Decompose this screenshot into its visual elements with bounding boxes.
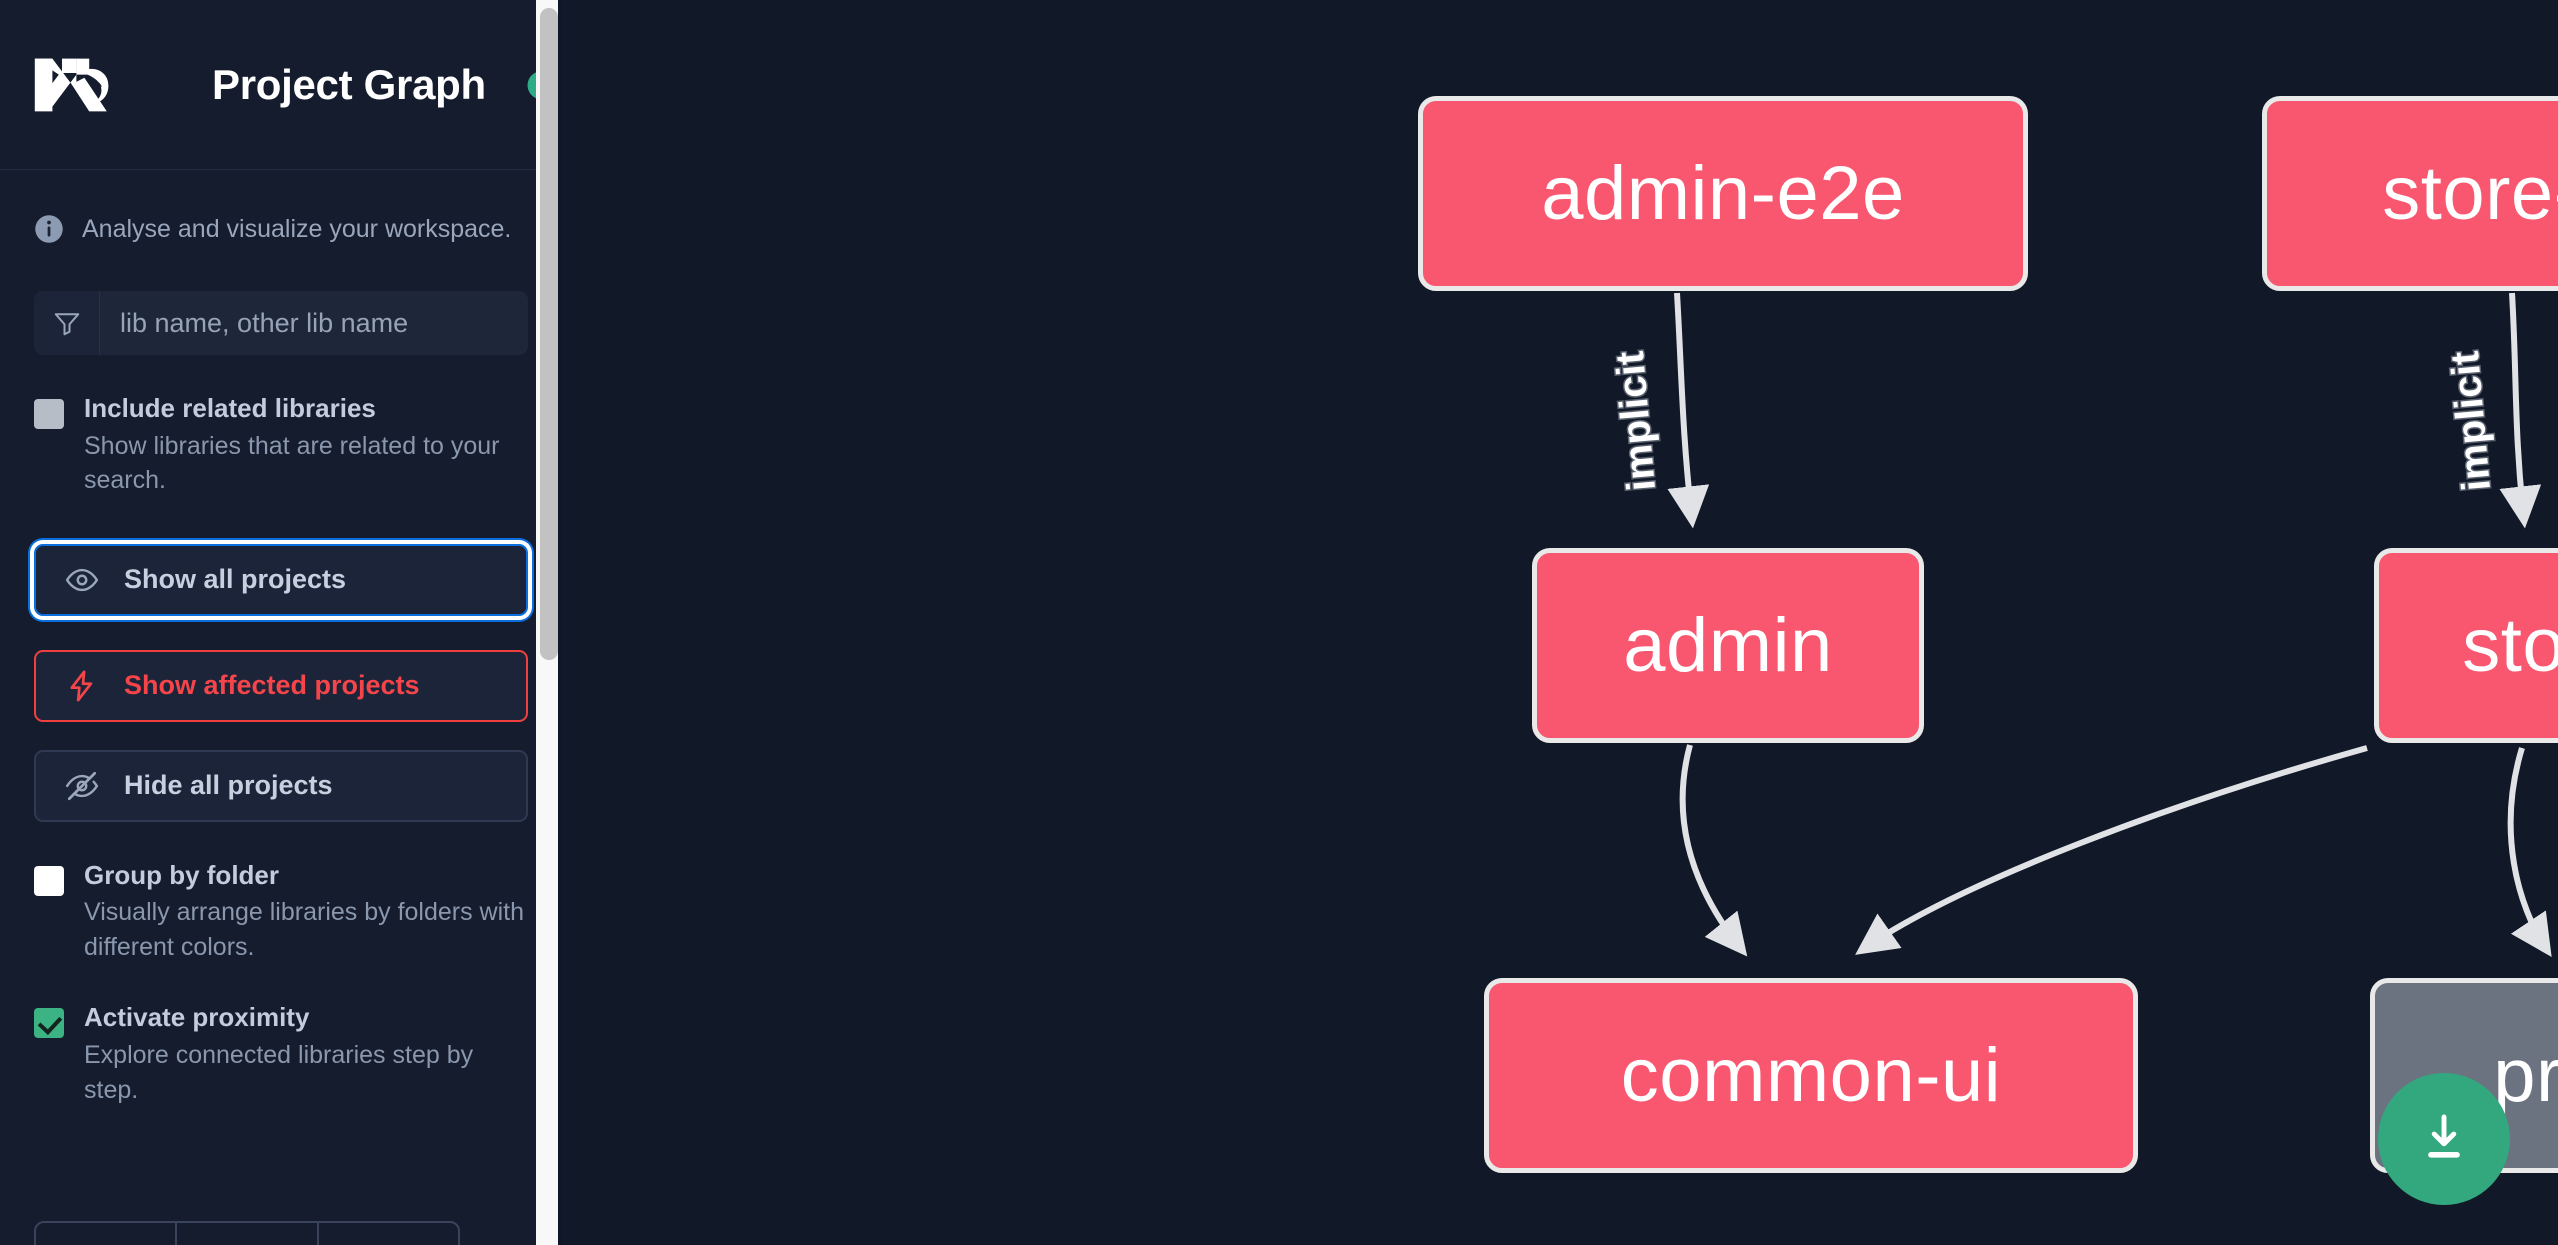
edge-admin-to-common-ui bbox=[1679, 744, 1748, 957]
include-related-libraries-label: Include related libraries bbox=[84, 393, 376, 423]
hide-all-projects-label: Hide all projects bbox=[124, 770, 333, 801]
activate-proximity-checkbox[interactable] bbox=[34, 1008, 64, 1039]
search-input[interactable] bbox=[100, 291, 528, 355]
activate-proximity-description: Explore connected libraries step by step… bbox=[84, 1041, 474, 1104]
graph-node-label: admin-e2e bbox=[1541, 151, 1905, 236]
sidebar-header: Project Graph bbox=[0, 0, 562, 170]
segment-3[interactable] bbox=[319, 1223, 458, 1245]
edge-store-e2e-to-store bbox=[2499, 292, 2542, 529]
show-affected-projects-label: Show affected projects bbox=[124, 670, 420, 701]
graph-node-common-ui[interactable]: common-ui bbox=[1484, 978, 2138, 1173]
graph-node-store-e2e[interactable]: store-e2e bbox=[2262, 96, 2558, 291]
edge-store-to-common-ui bbox=[1855, 745, 2368, 955]
include-related-libraries-checkbox[interactable] bbox=[34, 399, 64, 429]
info-icon bbox=[34, 214, 64, 244]
nx-logo bbox=[30, 52, 126, 118]
workspace-note: Analyse and visualize your workspace. bbox=[0, 170, 562, 244]
eye-icon bbox=[64, 562, 100, 598]
sidebar: Project Graph Analyse and visualize yo bbox=[0, 0, 562, 1245]
graph-node-label: store-e2e bbox=[2382, 151, 2558, 236]
graph-node-label: common-ui bbox=[1620, 1033, 2002, 1118]
graph-node-admin[interactable]: admin bbox=[1532, 548, 1924, 743]
graph-edges: implicit implicit bbox=[1607, 292, 2552, 957]
option-include-related-libraries[interactable]: Include related libraries Show libraries… bbox=[0, 393, 562, 498]
page-title: Project Graph bbox=[212, 60, 486, 108]
show-all-projects-button[interactable]: Show all projects bbox=[34, 543, 528, 616]
graph-node-label: store bbox=[2462, 603, 2558, 688]
segment-2[interactable] bbox=[177, 1223, 319, 1245]
edge-label-implicit-store: implicit bbox=[2443, 349, 2499, 492]
workspace-note-text: Analyse and visualize your workspace. bbox=[82, 214, 512, 243]
graph-canvas[interactable]: implicit implicit admin-e2e store-e2e ad… bbox=[562, 0, 2558, 1245]
edge-admin-e2e-to-admin bbox=[1667, 292, 1710, 529]
group-by-folder-description: Visually arrange libraries by folders wi… bbox=[84, 898, 525, 961]
graph-node-label: admin bbox=[1623, 603, 1833, 688]
graph-node-label: products bbox=[2493, 1033, 2558, 1118]
show-affected-projects-button[interactable]: Show affected projects bbox=[34, 649, 528, 722]
filter-icon[interactable] bbox=[34, 291, 100, 355]
sidebar-scrollbar-thumb[interactable] bbox=[540, 8, 558, 660]
hide-all-projects-button[interactable]: Hide all projects bbox=[34, 749, 528, 822]
show-all-projects-label: Show all projects bbox=[124, 564, 347, 595]
edge-label-implicit-admin: implicit bbox=[1608, 349, 1664, 492]
download-icon bbox=[2416, 1110, 2472, 1169]
option-activate-proximity[interactable]: Activate proximity Explore connected lib… bbox=[0, 1002, 562, 1107]
group-by-folder-checkbox[interactable] bbox=[34, 865, 64, 896]
graph-node-store[interactable]: store bbox=[2374, 548, 2558, 743]
download-graph-button[interactable] bbox=[2378, 1073, 2510, 1205]
sidebar-scrollbar-track[interactable] bbox=[536, 0, 562, 1245]
graph-node-admin-e2e[interactable]: admin-e2e bbox=[1418, 96, 2028, 291]
eye-off-icon bbox=[64, 768, 100, 804]
option-group-by-folder[interactable]: Group by folder Visually arrange librari… bbox=[0, 860, 562, 965]
action-buttons: Show all projects Show affected projects bbox=[0, 543, 562, 822]
edge-store-to-products bbox=[2507, 747, 2552, 957]
proximity-segmented-control[interactable] bbox=[34, 1221, 460, 1245]
activate-proximity-label: Activate proximity bbox=[84, 1002, 310, 1033]
lightning-icon bbox=[64, 668, 100, 704]
search-bar[interactable] bbox=[34, 291, 528, 355]
group-by-folder-label: Group by folder bbox=[84, 859, 279, 890]
segment-1[interactable] bbox=[36, 1223, 178, 1245]
include-related-libraries-description: Show libraries that are related to your … bbox=[84, 431, 500, 495]
